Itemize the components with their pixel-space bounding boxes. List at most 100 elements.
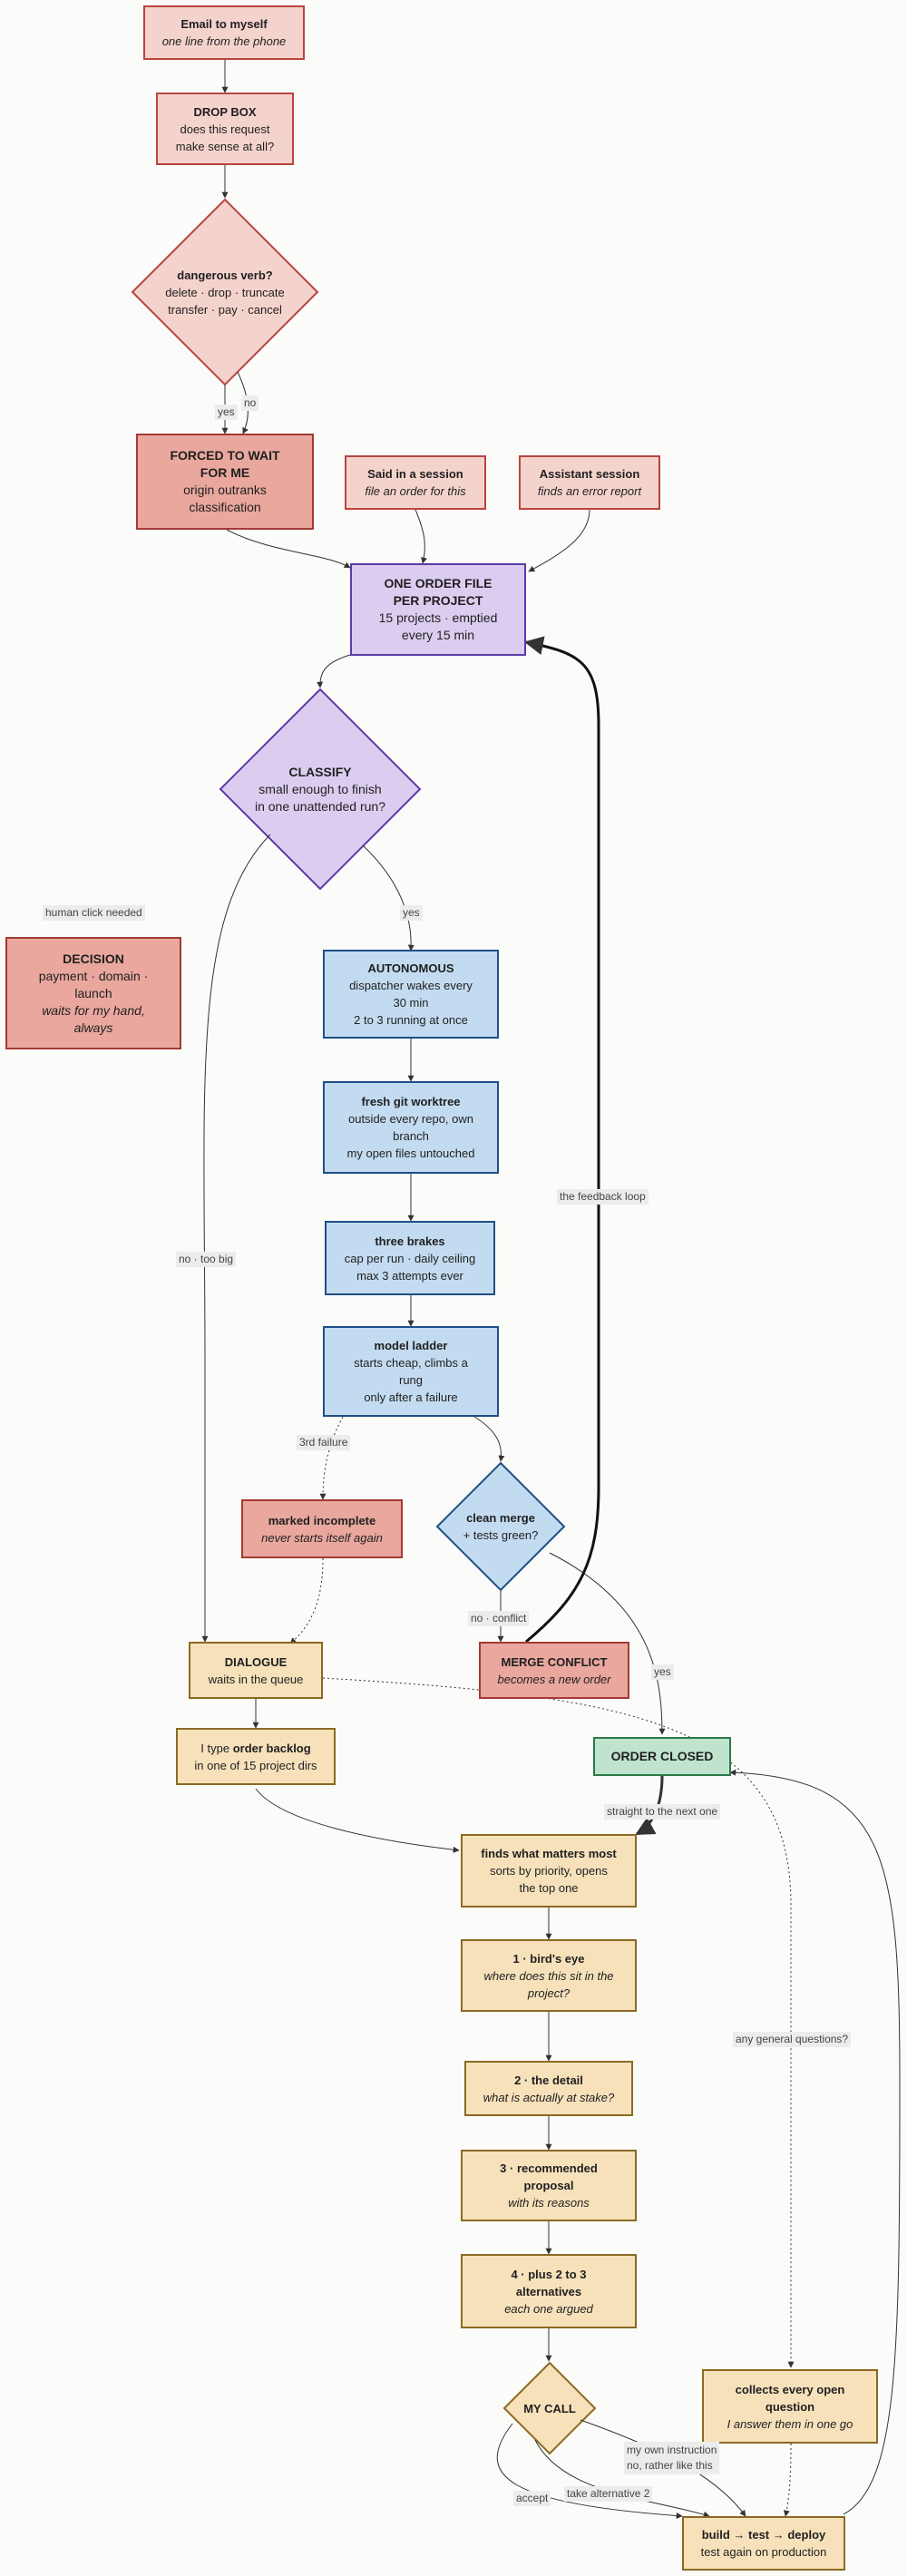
node-order-file-line: every 15 min — [401, 628, 475, 642]
edge-forced-orderfile — [226, 529, 351, 569]
node-dropbox-line: does this request — [180, 122, 270, 136]
node-build-line: test again on production — [700, 2545, 827, 2559]
edge-label-my-own: my own instruction no, rather like this — [624, 2442, 720, 2474]
node-dialogue-title: DIALOGUE — [224, 1654, 288, 1669]
node-dropbox-line: make sense at all? — [175, 139, 275, 153]
node-autonomous-line: 2 to 3 running at once — [354, 1013, 468, 1027]
node-said-sub: file an order for this — [365, 484, 466, 498]
node-merge-conflict: MERGE CONFLICT becomes a new order — [479, 1642, 629, 1699]
node-forced-title: FOR ME — [200, 465, 250, 480]
node-dropbox: DROP BOX does this request make sense at… — [156, 93, 294, 165]
node-backlog-title: I type order backlog — [200, 1740, 310, 1757]
node-autonomous: AUTONOMOUS dispatcher wakes every 30 min… — [323, 950, 499, 1039]
node-collects-title: question — [765, 2399, 815, 2414]
edge-label-accept: accept — [513, 2491, 551, 2506]
node-ladder-line: only after a failure — [364, 1390, 458, 1404]
node-order-file-title: ONE ORDER FILE — [384, 576, 493, 590]
edge-label-straight-next: straight to the next one — [604, 1804, 721, 1820]
node-incomplete: marked incomplete never starts itself ag… — [241, 1499, 403, 1558]
edge-classify-autonomous — [362, 844, 414, 951]
node-birdseye: 1 · bird's eye where does this sit in th… — [461, 1939, 637, 2012]
node-brakes: three brakes cap per run · daily ceiling… — [325, 1221, 495, 1295]
node-email-sub: one line from the phone — [161, 34, 287, 48]
node-incomplete-title: marked incomplete — [268, 1513, 376, 1527]
node-worktree-line: my open files untouched — [346, 1147, 475, 1160]
node-decision-italic: waits for my hand, — [42, 1002, 145, 1018]
node-decision-title: DECISION — [63, 951, 124, 966]
node-merge-conflict-sub: becomes a new order — [497, 1672, 611, 1686]
node-forced-line: classification — [189, 500, 261, 514]
node-ladder: model ladder starts cheap, climbs a rung… — [323, 1326, 499, 1417]
node-assistant-title: Assistant session — [539, 467, 640, 481]
node-dialogue: DIALOGUE waits in the queue — [189, 1642, 323, 1699]
node-worktree-line: branch — [393, 1129, 429, 1143]
node-recommended: 3 · recommended proposal with its reason… — [461, 2150, 637, 2221]
node-recommended-title: 3 · recommended — [500, 2161, 598, 2175]
node-build: build → test → deploy test again on prod… — [682, 2516, 845, 2571]
node-birdseye-title: 1 · bird's eye — [512, 1951, 585, 1966]
node-forced-title: FORCED TO WAIT — [170, 448, 280, 463]
node-incomplete-sub: never starts itself again — [261, 1530, 383, 1545]
edge-incomplete-dialogue — [289, 1557, 324, 1644]
node-merge-conflict-title: MERGE CONFLICT — [501, 1654, 608, 1669]
node-collects-title: collects every open — [735, 2382, 845, 2396]
node-alternatives-title: 4 · plus 2 to 3 — [511, 2267, 587, 2281]
node-autonomous-title: AUTONOMOUS — [367, 961, 454, 975]
edge-dialogue-collects — [322, 1677, 795, 2368]
node-finds-line: the top one — [519, 1881, 579, 1895]
edge-classify-dialogue — [201, 834, 271, 1643]
edge-label-my-own-line: my own instruction — [627, 2444, 717, 2456]
node-backlog: I type order backlog in one of 15 projec… — [176, 1728, 336, 1785]
node-brakes-line: max 3 attempts ever — [356, 1268, 463, 1283]
edge-mycall-build-accept — [496, 2423, 683, 2520]
edge-build-closed — [729, 1769, 901, 2515]
node-worktree-line: outside every repo, own — [347, 1112, 474, 1126]
node-finds: finds what matters most sorts by priorit… — [461, 1834, 637, 1908]
edge-label-no-too-big: no · too big — [176, 1252, 237, 1267]
node-collects-sub: I answer them in one go — [727, 2416, 853, 2431]
node-recommended-sub: with its reasons — [508, 2196, 590, 2210]
node-order-closed: ORDER CLOSED — [593, 1737, 731, 1776]
node-forced: FORCED TO WAIT FOR ME origin outranks cl… — [136, 434, 314, 530]
edge-label-yes: yes — [400, 905, 423, 921]
node-email-title: Email to myself — [180, 17, 268, 31]
edge-label-human-click: human click needed — [43, 905, 145, 921]
node-order-file-title: PER PROJECT — [393, 593, 483, 608]
node-backlog-command: order backlog — [232, 1741, 311, 1755]
node-ladder-line: rung — [398, 1373, 424, 1387]
node-assistant: Assistant session finds an error report — [519, 455, 660, 510]
node-recommended-title: proposal — [523, 2179, 574, 2192]
node-worktree: fresh git worktree outside every repo, o… — [323, 1081, 499, 1174]
node-birdseye-italic: project? — [527, 1986, 571, 2000]
node-order-file: ONE ORDER FILE PER PROJECT 15 projects ·… — [350, 563, 526, 656]
node-assistant-sub: finds an error report — [537, 484, 642, 498]
edge-backlog-finds — [255, 1788, 460, 1853]
node-finds-title: finds what matters most — [481, 1847, 617, 1860]
node-email: Email to myself one line from the phone — [143, 5, 305, 60]
edge-label-take-alt: take alternative 2 — [564, 2486, 653, 2502]
node-backlog-line: in one of 15 project dirs — [194, 1758, 317, 1772]
edge-feedback-loop — [523, 636, 600, 1644]
node-decision-italic: always — [73, 1020, 113, 1035]
edge-collects-build — [783, 2443, 792, 2517]
node-forced-line: origin outranks — [183, 483, 267, 497]
edge-said-orderfile — [414, 509, 427, 564]
node-alternatives-title: alternatives — [515, 2284, 582, 2298]
node-ladder-line: starts cheap, climbs a — [354, 1356, 468, 1370]
edge-label-yes: yes — [215, 405, 238, 420]
dangerous-diamond — [131, 198, 319, 386]
classify-diamond — [219, 688, 422, 891]
node-alternatives: 4 · plus 2 to 3 alternatives each one ar… — [461, 2254, 637, 2328]
node-said: Said in a session file an order for this — [345, 455, 486, 510]
edge-label-general-questions: any general questions? — [733, 2032, 852, 2047]
node-alternatives-sub: each one argued — [504, 2301, 593, 2316]
node-ladder-title: model ladder — [374, 1339, 448, 1352]
edge-label-no: no — [241, 395, 259, 411]
node-dropbox-title: DROP BOX — [193, 104, 257, 119]
edge-label-feedback-loop: the feedback loop — [557, 1189, 649, 1205]
edge-label-my-own-line: no, rather like this — [627, 2459, 713, 2472]
my-call-diamond — [502, 2361, 597, 2455]
edge-assistant-orderfile — [528, 509, 590, 572]
edge-ladder-incomplete — [319, 1416, 344, 1500]
